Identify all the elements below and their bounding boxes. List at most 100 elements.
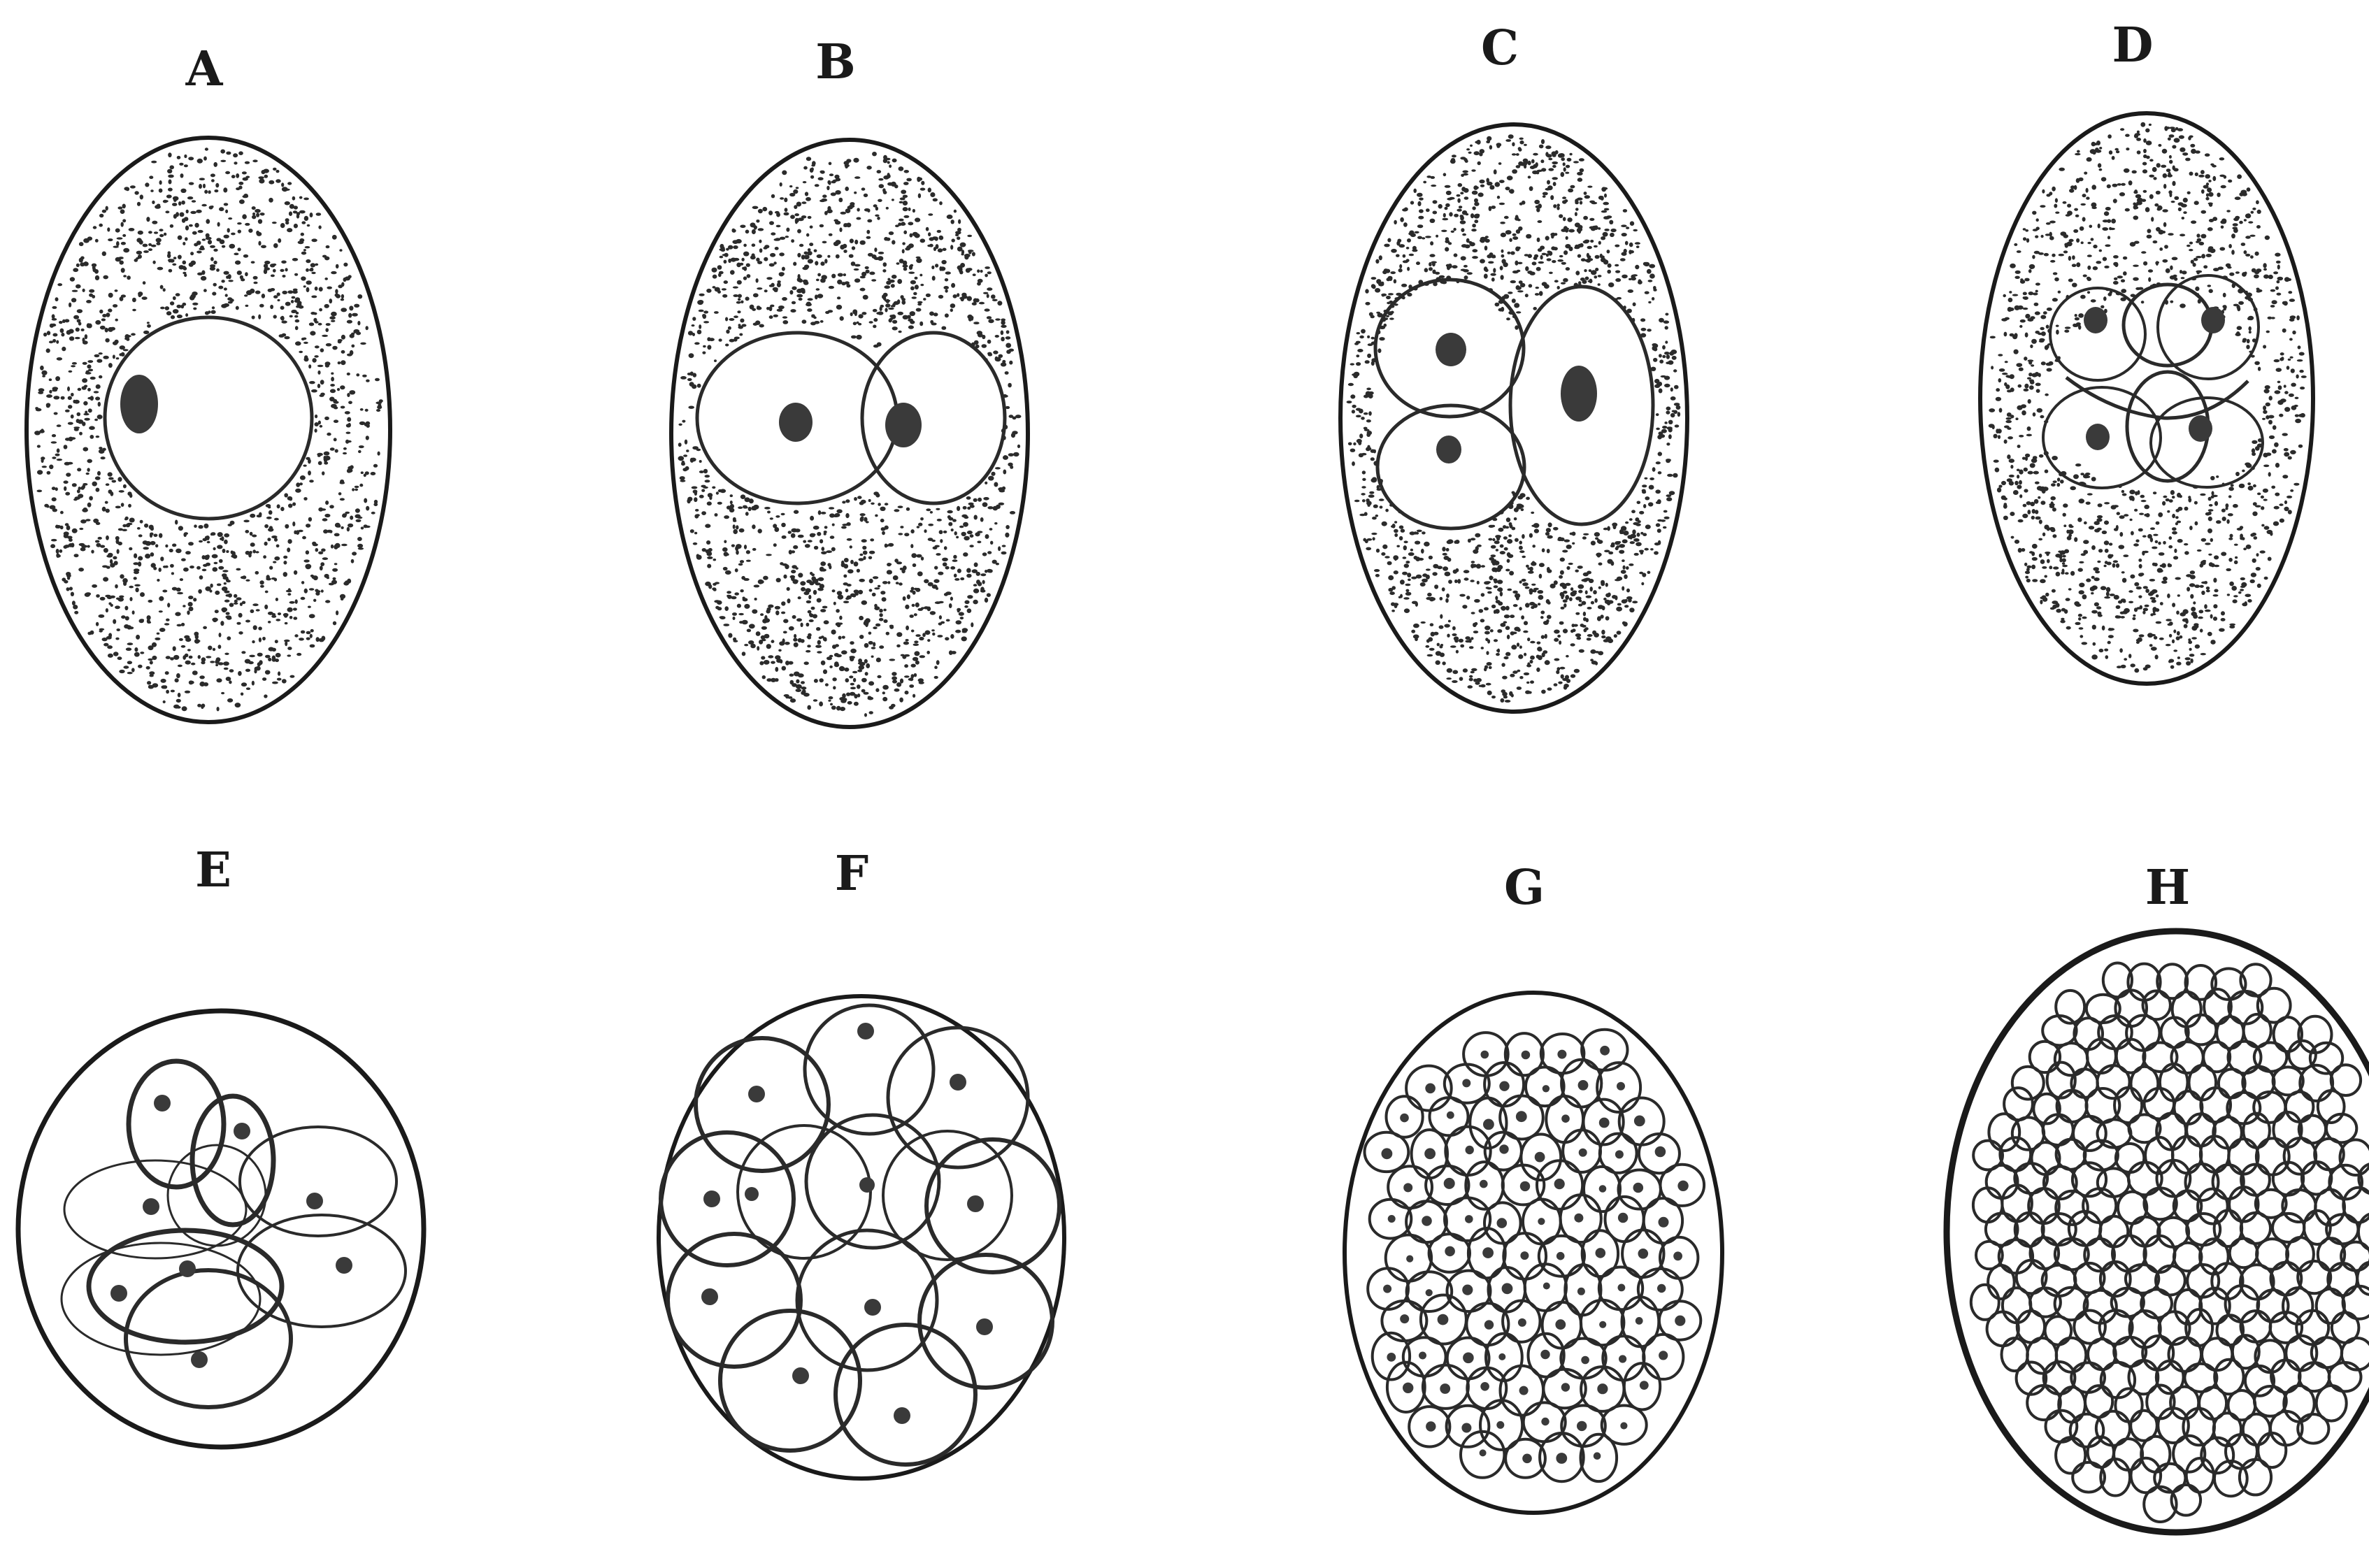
yolk-granule	[292, 311, 296, 313]
yolk-granule	[147, 619, 150, 624]
yolk-granule	[1553, 182, 1556, 186]
yolk-granule	[1382, 545, 1387, 549]
yolk-granule	[699, 460, 702, 463]
yolk-granule	[2001, 481, 2006, 485]
yolk-granule	[320, 380, 324, 384]
yolk-granule	[1598, 227, 1601, 230]
yolk-granule	[1469, 678, 1473, 682]
yolk-granule	[1440, 597, 1443, 600]
yolk-granule	[2212, 491, 2214, 495]
yolk-granule	[318, 461, 322, 466]
yolk-granule	[1645, 548, 1649, 551]
yolk-granule	[889, 164, 892, 168]
yolk-granule	[182, 261, 187, 265]
yolk-granule	[2083, 275, 2087, 278]
yolk-granule	[2246, 545, 2252, 549]
yolk-granule	[61, 333, 64, 337]
yolk-granule	[903, 261, 907, 266]
yolk-granule	[906, 639, 909, 641]
yolk-granule	[334, 438, 337, 441]
yolk-granule	[2254, 274, 2259, 278]
yolk-granule	[329, 299, 333, 303]
yolk-granule	[1552, 161, 1558, 164]
yolk-granule	[2056, 483, 2060, 487]
yolk-granule	[1654, 551, 1659, 554]
yolk-granule	[1574, 669, 1580, 673]
yolk-granule	[1001, 331, 1004, 336]
yolk-granule	[124, 338, 128, 340]
yolk-granule	[2104, 266, 2109, 268]
yolk-granule	[204, 555, 209, 560]
yolk-granule	[317, 384, 320, 388]
yolk-granule	[1640, 318, 1645, 322]
yolk-granule	[911, 553, 917, 558]
yolk-granule	[882, 581, 888, 584]
yolk-granule	[2063, 250, 2068, 253]
yolk-granule	[1525, 587, 1530, 589]
yolk-granule	[1388, 293, 1394, 295]
yolk-granule	[51, 324, 56, 326]
yolk-granule	[784, 198, 787, 203]
yolk-granule	[2291, 383, 2296, 387]
yolk-granule	[910, 544, 913, 548]
yolk-granule	[1417, 530, 1422, 533]
yolk-granule	[945, 637, 949, 640]
yolk-granule	[821, 635, 824, 638]
yolk-granule	[123, 248, 129, 253]
yolk-granule	[1541, 635, 1545, 639]
yolk-granule	[882, 685, 889, 690]
yolk-granule	[782, 297, 787, 301]
yolk-granule	[2198, 175, 2205, 178]
yolk-granule	[854, 264, 861, 267]
yolk-granule	[1649, 477, 1654, 480]
yolk-granule	[332, 346, 337, 350]
yolk-granule	[854, 192, 857, 194]
yolk-granule	[2228, 495, 2232, 498]
yolk-granule	[2152, 600, 2156, 603]
yolk-granule	[1615, 271, 1620, 273]
yolk-granule	[1388, 588, 1393, 592]
yolk-granule	[95, 239, 99, 243]
yolk-granule	[854, 497, 857, 501]
yolk-granule	[85, 334, 87, 339]
yolk-granule	[287, 290, 293, 294]
yolk-granule	[275, 619, 280, 621]
yolk-granule	[2246, 345, 2249, 349]
yolk-granule	[269, 647, 274, 652]
yolk-granule	[121, 268, 125, 273]
yolk-granule	[1664, 517, 1670, 519]
yolk-granule	[1622, 539, 1628, 543]
yolk-granule	[873, 318, 878, 322]
yolk-granule	[79, 528, 83, 530]
yolk-granule	[903, 207, 908, 211]
yolk-granule	[795, 528, 801, 532]
yolk-granule	[357, 517, 362, 519]
yolk-granule	[52, 387, 59, 390]
yolk-granule	[719, 338, 722, 341]
yolk-granule	[831, 547, 836, 552]
yolk-granule	[1353, 443, 1356, 445]
yolk-granule	[865, 672, 868, 675]
yolk-granule	[210, 532, 215, 535]
yolk-granule	[818, 177, 824, 180]
yolk-granule	[903, 231, 907, 235]
yolk-granule	[311, 272, 315, 274]
yolk-granule	[2261, 524, 2264, 527]
yolk-granule	[62, 347, 66, 351]
yolk-granule	[249, 655, 255, 658]
yolk-granule	[839, 227, 842, 232]
yolk-granule	[2208, 180, 2211, 182]
yolk-granule	[942, 558, 948, 561]
yolk-granule	[86, 473, 90, 475]
yolk-granule	[226, 677, 231, 681]
yolk-granule	[1350, 363, 1354, 365]
yolk-granule	[73, 268, 78, 272]
yolk-granule	[912, 591, 916, 595]
yolk-granule	[331, 580, 337, 584]
yolk-granule	[229, 680, 231, 684]
yolk-granule	[797, 229, 801, 233]
yolk-granule	[716, 491, 719, 494]
yolk-granule	[850, 692, 855, 696]
yolk-granule	[2087, 242, 2091, 244]
yolk-granule	[222, 570, 228, 572]
